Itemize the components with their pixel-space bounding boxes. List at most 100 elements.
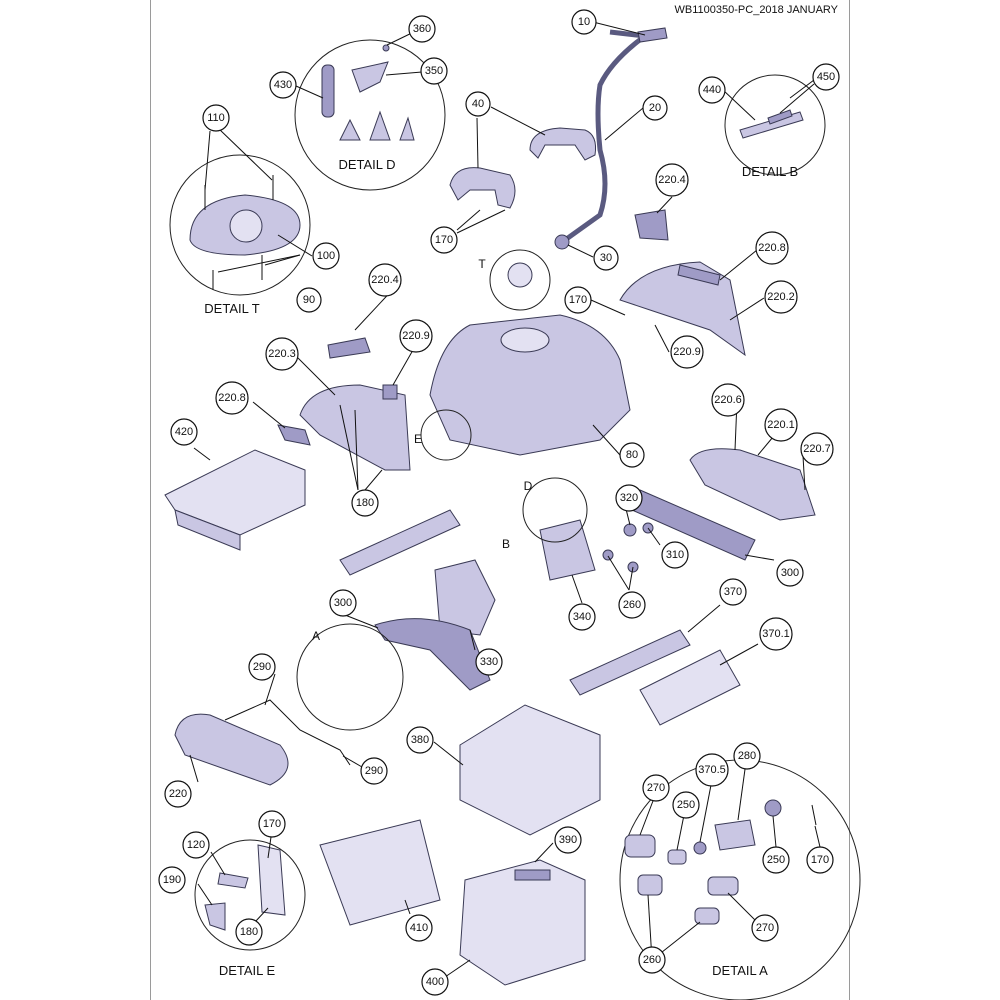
part-250-washer-a xyxy=(667,849,687,865)
callout-170-top: 170 xyxy=(430,226,458,254)
detail-t-callout-circle xyxy=(489,249,551,311)
page-frame xyxy=(150,0,850,1000)
part-80-body xyxy=(429,314,631,456)
svg-text:260: 260 xyxy=(643,954,661,966)
callout-220-1: 220.1 xyxy=(764,408,798,442)
svg-text:220.4: 220.4 xyxy=(658,174,686,186)
callout-390: 390 xyxy=(554,826,582,854)
svg-text:190: 190 xyxy=(163,874,181,886)
part-220-9-left xyxy=(382,384,398,400)
detail-e-group: DETAIL E xyxy=(194,839,306,978)
callout-20: 20 xyxy=(642,95,668,121)
svg-text:290: 290 xyxy=(253,661,271,673)
svg-text:260: 260 xyxy=(623,599,641,611)
part-280-gear xyxy=(714,819,756,851)
callout-220-8-right: 220.8 xyxy=(755,231,789,265)
svg-text:370.1: 370.1 xyxy=(762,628,790,640)
callout-370: 370 xyxy=(719,578,747,606)
callout-290-lower: 290 xyxy=(360,757,388,785)
svg-text:120: 120 xyxy=(187,839,205,851)
part-40-handle-large xyxy=(529,127,596,161)
callout-440: 440 xyxy=(698,76,726,104)
callout-270-b: 270 xyxy=(751,914,779,942)
svg-text:20: 20 xyxy=(649,102,661,114)
detail-t-label: DETAIL T xyxy=(204,301,259,316)
svg-text:220.8: 220.8 xyxy=(758,242,786,254)
part-10-swivel xyxy=(637,27,668,43)
callout-450: 450 xyxy=(812,63,840,91)
callout-250-b: 250 xyxy=(762,846,790,874)
callout-250-a: 250 xyxy=(672,791,700,819)
detail-a-letter: A xyxy=(312,629,320,643)
detail-a-group: DETAIL A xyxy=(619,759,861,1000)
detail-b-circle xyxy=(724,74,826,176)
callout-360: 360 xyxy=(408,15,436,43)
svg-text:90: 90 xyxy=(303,294,315,306)
part-370-5-ring xyxy=(693,841,707,855)
svg-text:450: 450 xyxy=(817,71,835,83)
part-220-2-panel-right xyxy=(619,261,746,357)
part-220-1-side-frame xyxy=(689,448,816,521)
svg-text:340: 340 xyxy=(573,611,591,623)
leader-lines xyxy=(189,21,821,978)
svg-text:350: 350 xyxy=(425,65,443,77)
svg-text:300: 300 xyxy=(781,567,799,579)
part-30-joint xyxy=(554,234,570,250)
part-320-bushing xyxy=(623,523,637,537)
part-370-1-sleeve xyxy=(639,649,741,726)
callout-340: 340 xyxy=(568,603,596,631)
detail-a-label: DETAIL A xyxy=(712,963,768,978)
svg-text:170: 170 xyxy=(811,854,829,866)
svg-text:170: 170 xyxy=(263,818,281,830)
callout-320: 320 xyxy=(615,484,643,512)
svg-text:220.8: 220.8 xyxy=(218,392,246,404)
callout-120: 120 xyxy=(182,831,210,859)
handle-hose-group xyxy=(449,27,668,250)
callout-220-4-right: 220.4 xyxy=(655,163,689,197)
detail-b-label: DETAIL B xyxy=(742,164,798,179)
part-270-bushing-b xyxy=(707,876,739,896)
filter-group xyxy=(319,704,601,986)
side-panels-group xyxy=(277,209,816,521)
callout-330: 330 xyxy=(475,648,503,676)
part-350-impeller xyxy=(351,61,389,93)
svg-text:320: 320 xyxy=(620,492,638,504)
callout-40: 40 xyxy=(465,91,491,117)
detail-t-circle xyxy=(169,154,311,296)
callout-110: 110 xyxy=(202,104,230,132)
svg-text:380: 380 xyxy=(411,734,429,746)
svg-text:220.9: 220.9 xyxy=(402,330,430,342)
part-190-clip xyxy=(204,902,226,931)
svg-text:220: 220 xyxy=(169,788,187,800)
power-supply-group xyxy=(164,449,306,551)
part-340-pump-motor xyxy=(539,519,596,581)
callout-400: 400 xyxy=(421,968,449,996)
svg-text:250: 250 xyxy=(767,854,785,866)
svg-text:220.6: 220.6 xyxy=(714,394,742,406)
callout-270-a: 270 xyxy=(642,774,670,802)
detail-a-callout-circle xyxy=(296,623,404,731)
part-120-latch xyxy=(217,872,249,889)
svg-text:310: 310 xyxy=(666,549,684,561)
callout-220: 220 xyxy=(164,780,192,808)
svg-text:180: 180 xyxy=(240,926,258,938)
svg-text:420: 420 xyxy=(175,426,193,438)
detail-b-group: DETAIL B xyxy=(724,74,826,179)
part-430-tube xyxy=(321,64,335,118)
svg-text:40: 40 xyxy=(472,98,484,110)
part-260-bearing-b xyxy=(694,907,720,925)
svg-text:440: 440 xyxy=(703,84,721,96)
svg-text:220.2: 220.2 xyxy=(767,291,795,303)
detail-e-letter: E xyxy=(414,432,422,446)
svg-text:360: 360 xyxy=(413,23,431,35)
svg-text:250: 250 xyxy=(677,799,695,811)
part-250-washer-b xyxy=(764,799,782,817)
callout-30: 30 xyxy=(593,245,619,271)
callout-220-7: 220.7 xyxy=(800,432,834,466)
callout-410: 410 xyxy=(405,914,433,942)
part-450-pin xyxy=(767,109,793,125)
part-100-fan xyxy=(229,209,263,243)
svg-text:220.3: 220.3 xyxy=(268,348,296,360)
part-220-4-clip-right xyxy=(634,209,669,241)
